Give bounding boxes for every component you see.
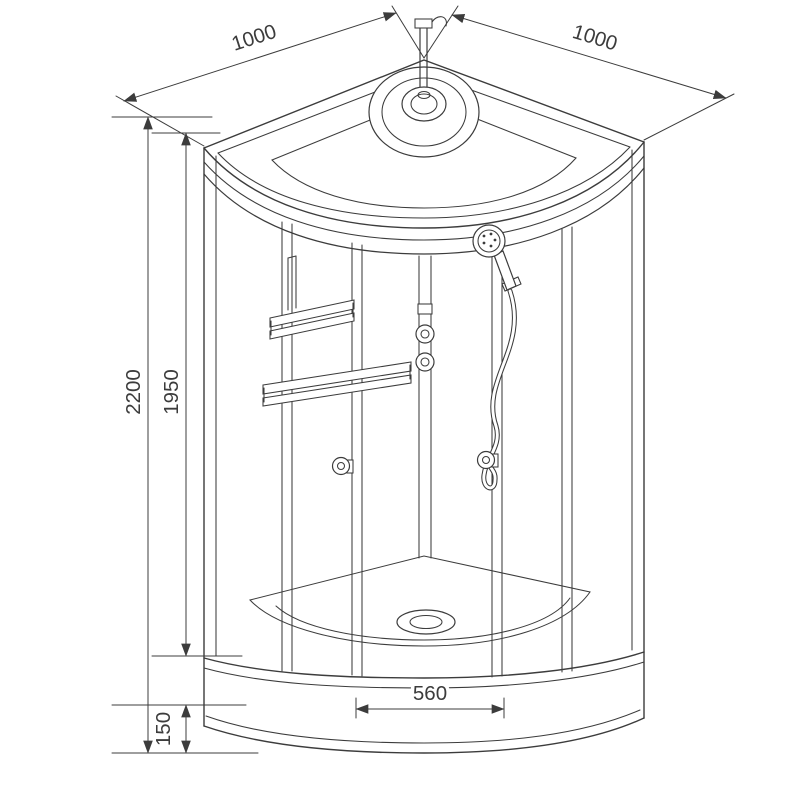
shower-cabin	[203, 16, 645, 754]
right-door-knob	[476, 450, 496, 470]
door-handles	[331, 450, 499, 476]
shower-tray	[203, 555, 645, 754]
top-shower-head	[368, 16, 480, 158]
roof-canopy	[203, 59, 645, 255]
sprayer-head	[401, 86, 447, 122]
dim-inner-width: 560	[355, 679, 505, 719]
dim-label-cabin-height: 1950	[160, 369, 183, 415]
control-knobs	[415, 303, 435, 372]
lower-shelf	[262, 361, 412, 395]
water-pipe	[414, 16, 447, 93]
dim-total-height: 2200	[111, 116, 259, 754]
glass-panels	[203, 141, 645, 727]
upper-shelf	[269, 299, 355, 328]
dim-cabin-height: 1950	[151, 132, 243, 657]
dim-label-width-right: 1000	[570, 20, 620, 55]
drain	[396, 609, 456, 635]
dim-tray-height: 150	[111, 704, 247, 754]
knob-lower	[415, 352, 435, 372]
shelves	[262, 255, 412, 407]
dim-label-total-height: 2200	[122, 369, 145, 415]
tray-rim	[203, 651, 645, 679]
hand-shower	[472, 224, 522, 491]
dim-label-inner-width: 560	[413, 682, 447, 705]
tray-basin	[249, 555, 591, 647]
tray-base	[203, 717, 645, 754]
dim-label-tray-height: 150	[152, 712, 175, 746]
roof-dome	[271, 97, 577, 209]
shower-handle	[493, 250, 517, 291]
diverter-plate	[417, 303, 433, 315]
left-door-knob	[331, 456, 351, 476]
dim-label-width-left: 1000	[229, 20, 279, 56]
knob-upper	[415, 324, 435, 344]
